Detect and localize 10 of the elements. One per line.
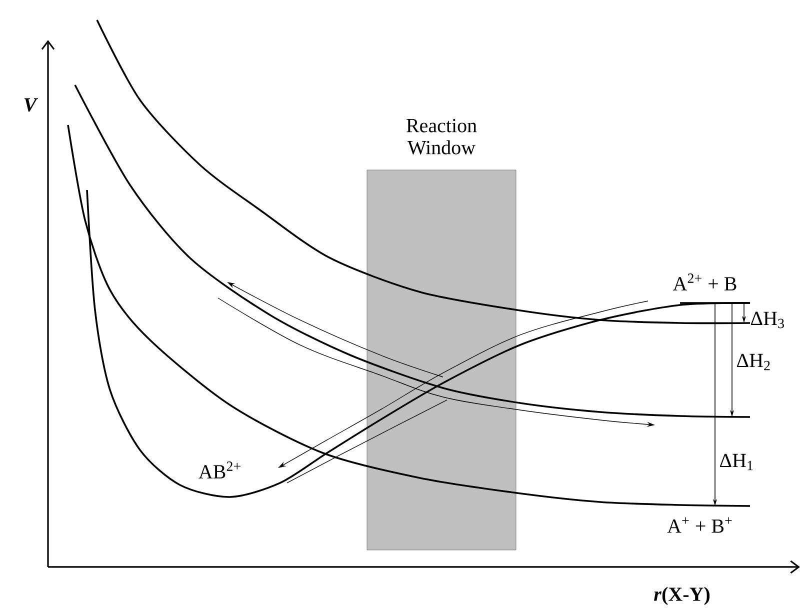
enthalpy-label: ΔH$_{2}$ xyxy=(736,354,770,370)
node-label: Reaction Window xyxy=(406,118,477,154)
reaction-window-band: Reaction Window xyxy=(366,118,516,550)
curve-label: AB$^{2+}$ xyxy=(198,462,240,478)
axis-label: r(X-Y) xyxy=(654,586,710,606)
curve-label: A$^{2+}$ + B xyxy=(672,274,736,290)
axis-label: V xyxy=(24,98,38,112)
curve-label: A$^{+}$ + B$^{+}$ xyxy=(667,517,732,533)
enthalpy-label: ΔH$_{1}$ xyxy=(720,454,753,470)
enthalpy-label: ΔH$_{3}$ xyxy=(750,312,784,328)
